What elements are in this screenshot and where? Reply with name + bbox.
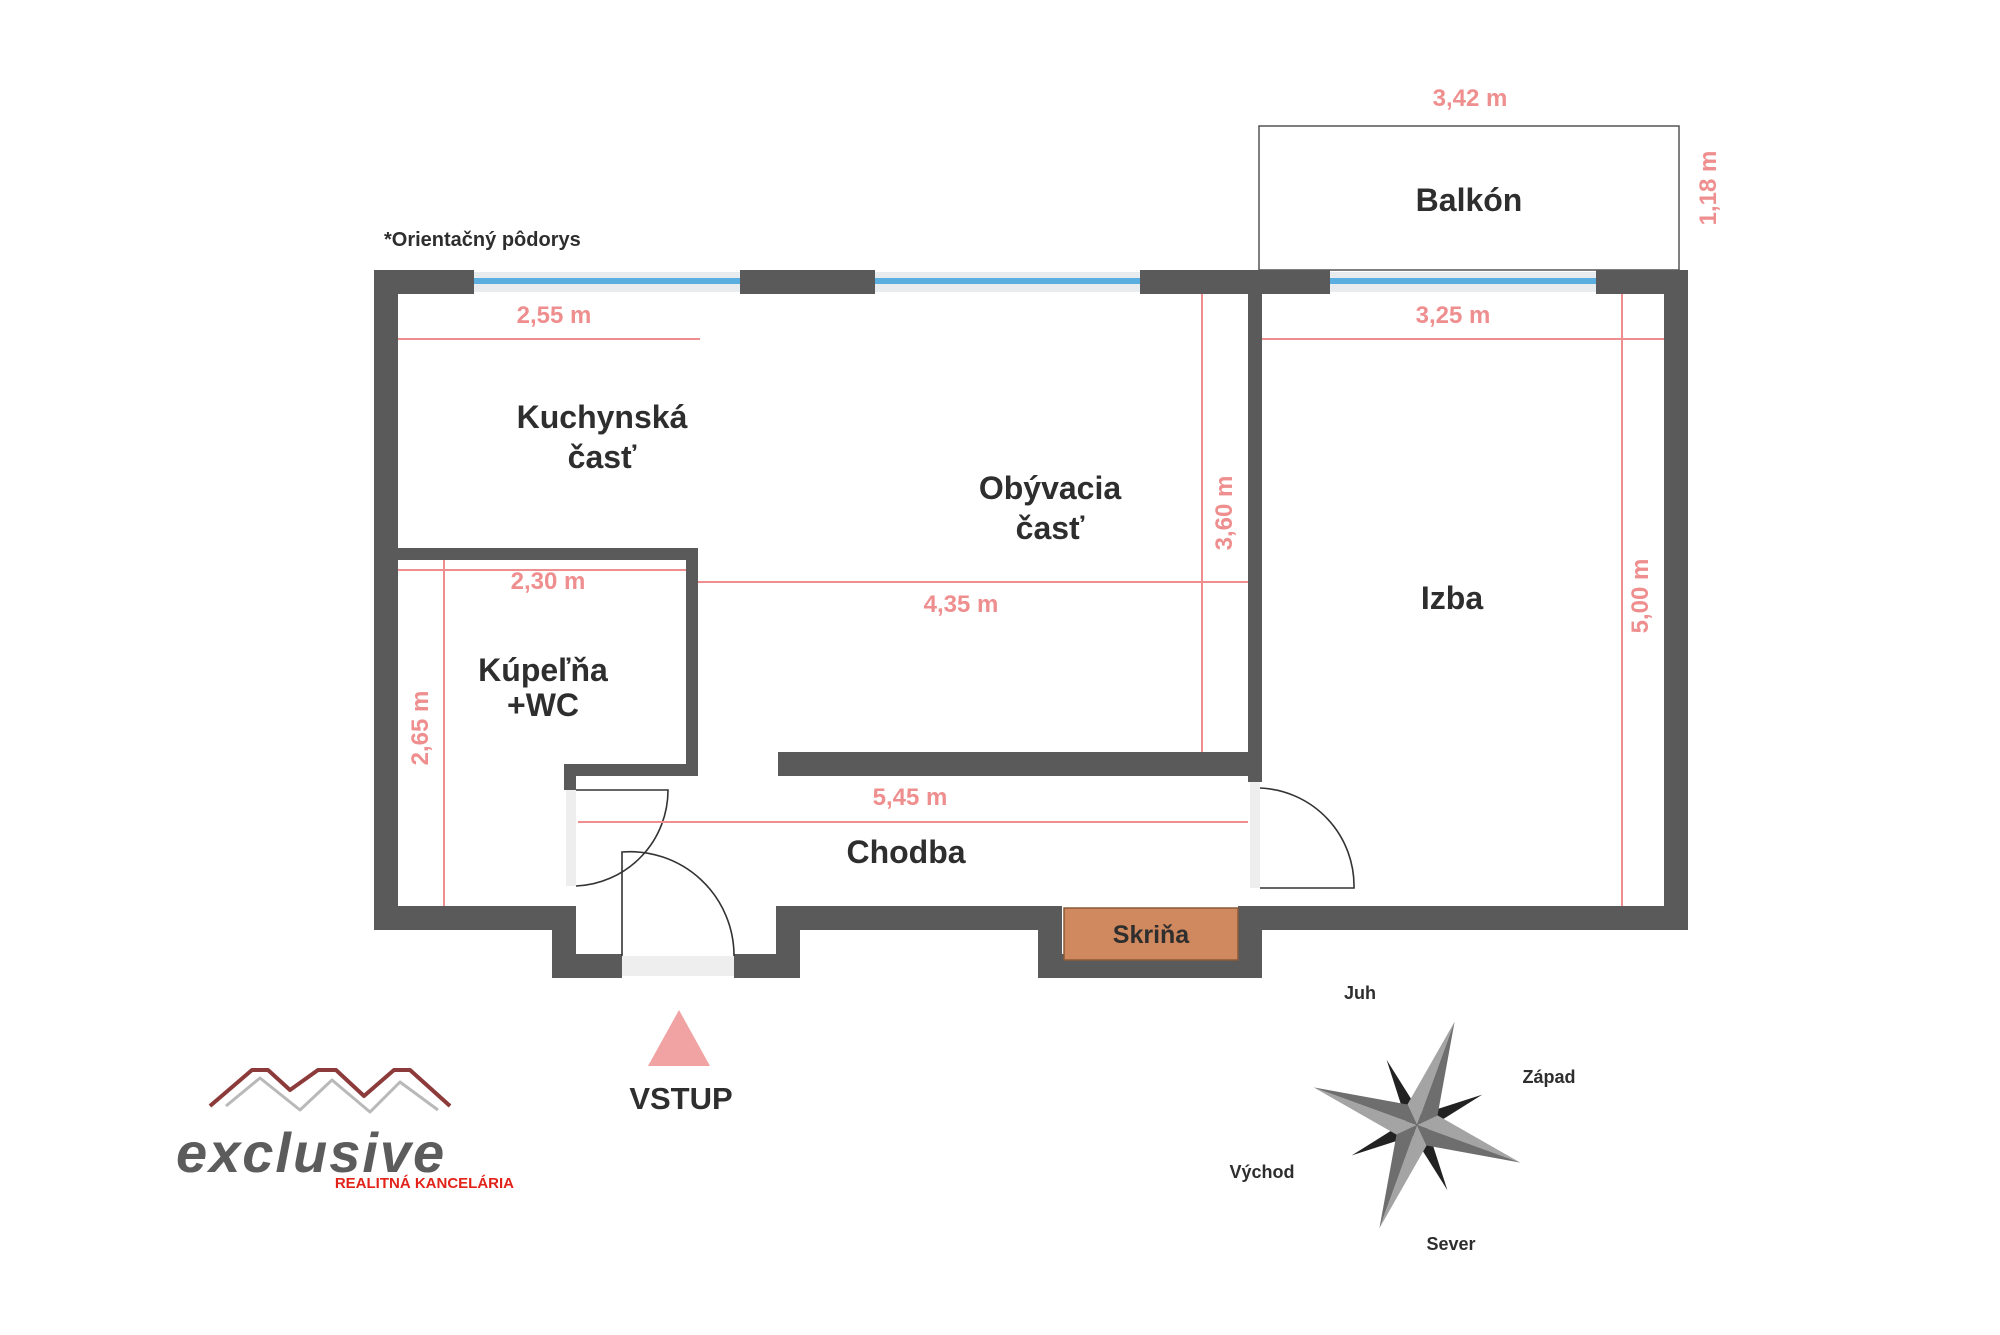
dim-bathroom-width: 2,30 m: [511, 568, 586, 595]
entrance-arrow: [648, 1010, 710, 1066]
compass-north-label: Juh: [1344, 983, 1376, 1003]
logo-tagline: REALITNÁ KANCELÁRIA: [335, 1175, 514, 1192]
dim-balcony-depth: 1,18 m: [1695, 151, 1722, 226]
hallway-label: Chodba: [846, 834, 965, 870]
doors: [575, 787, 1355, 957]
dim-izba-width: 3,25 m: [1416, 302, 1491, 329]
wardrobe-label: Skriňa: [1113, 921, 1191, 949]
orientation-note: *Orientačný pôdorys: [384, 229, 581, 251]
kitchen-label-line2: časť: [568, 439, 637, 475]
compass-south-label: Sever: [1426, 1234, 1475, 1254]
living-label-line2: časť: [1016, 510, 1085, 546]
compass-west-label: Východ: [1229, 1162, 1294, 1182]
dim-izba-depth: 5,00 m: [1627, 559, 1654, 634]
dim-bathroom-depth: 2,65 m: [407, 691, 434, 766]
walls: [374, 270, 1688, 978]
compass-east-label: Západ: [1522, 1067, 1575, 1087]
dim-living-depth: 3,60 m: [1211, 476, 1238, 551]
company-logo: exclusive REALITNÁ KANCELÁRIA: [176, 1068, 514, 1192]
balcony-label: Balkón: [1416, 182, 1523, 218]
dimension-lines: [398, 294, 1664, 906]
kitchen-label-line1: Kuchynská: [517, 399, 688, 435]
dim-balcony-width: 3,42 m: [1433, 85, 1508, 112]
logo-wordmark: exclusive: [176, 1121, 446, 1184]
living-label-line1: Obývacia: [979, 470, 1122, 506]
entrance-label: VSTUP: [629, 1081, 732, 1116]
bathroom-label-line2: +WC: [507, 687, 579, 723]
dim-kitchen-width: 2,55 m: [517, 302, 592, 329]
bathroom-label-line1: Kúpeľňa: [478, 652, 608, 688]
compass-rose: [1313, 1021, 1521, 1229]
dim-living-width: 4,35 m: [924, 591, 999, 618]
door-openings: [566, 782, 1260, 976]
windows: [474, 272, 1596, 292]
room-label-izba: Izba: [1421, 580, 1483, 616]
balcony-outline: [1258, 125, 1680, 271]
wardrobe: [1063, 907, 1239, 961]
dim-hallway-length: 5,45 m: [873, 784, 948, 811]
